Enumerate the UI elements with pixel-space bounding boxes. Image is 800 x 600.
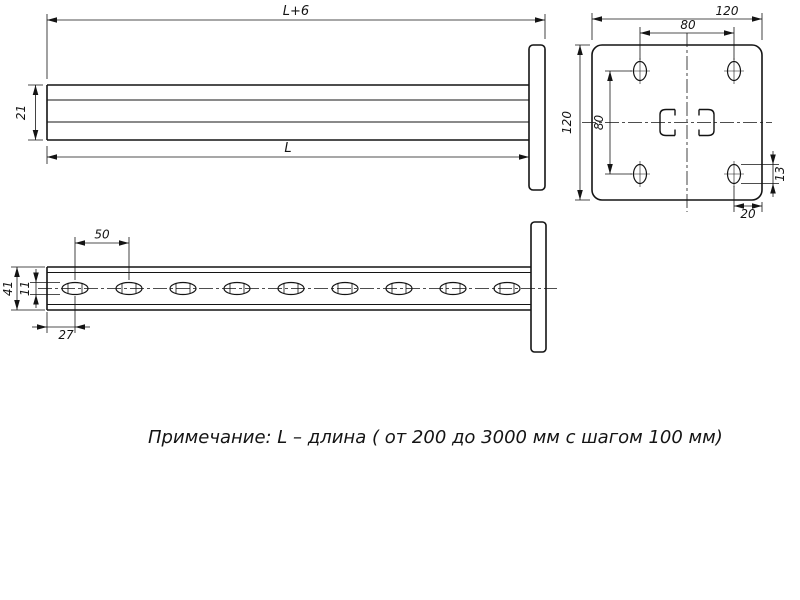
slot-tick (67, 283, 83, 294)
side-view-dimensions (28, 14, 546, 164)
slot-tick (499, 283, 515, 294)
plate-hole-center-ticks (630, 58, 744, 187)
plan-view-end-plate (530, 221, 547, 353)
plan-view-dimensions (11, 237, 130, 333)
hole-tick (630, 58, 650, 84)
drawing-note: Примечание: L – длина ( от 200 до 3000 м… (148, 427, 723, 448)
plan-view-beam-lip-lines (47, 272, 531, 305)
hole-tick (724, 58, 744, 84)
slot-tick (445, 283, 461, 294)
dim-label-hole-spacing-h: 80 (680, 18, 696, 32)
slot-tick (283, 283, 299, 294)
strut-profile-right (698, 108, 715, 137)
end-plate-dimensions (575, 13, 779, 212)
side-view-beam-lip-lines (47, 99, 529, 123)
slot-tick (175, 283, 191, 294)
slot-hole (439, 281, 467, 296)
slot-hole (385, 281, 413, 296)
slot-tick (229, 283, 245, 294)
dim-label-profile-height: 21 (14, 105, 28, 120)
slot-hole (115, 281, 143, 296)
slot-tick (337, 283, 353, 294)
plate-center-lines (582, 33, 772, 212)
dim-label-hole-spacing-v: 80 (592, 115, 606, 131)
dim-label-plate-width: 120 (716, 4, 739, 18)
dim-label-length: L (284, 141, 291, 156)
dim-label-first-slot-offset: 27 (58, 328, 74, 342)
beam-outline (46, 84, 529, 141)
dim-label-plate-height: 120 (560, 111, 574, 134)
dim-label-profile-width: 41 (1, 281, 15, 296)
dim-label-hole-to-edge: 20 (740, 207, 756, 221)
end-plate-view: 120 80 120 80 13 20 (560, 4, 787, 221)
side-view: L+6 L 21 (14, 4, 546, 191)
side-view-beam-outline (46, 84, 529, 141)
dim-ext-overall (46, 14, 546, 79)
slot-hole (61, 281, 89, 296)
slot-tick (391, 283, 407, 294)
slot-hole (169, 281, 197, 296)
side-view-end-plate (528, 44, 546, 191)
slot-hole (223, 281, 251, 296)
plan-view: 50 27 41 11 (1, 221, 557, 353)
dim-label-slot-width: 11 (18, 281, 32, 296)
strut-profile-symbol (659, 108, 715, 137)
slot-holes (61, 281, 521, 296)
slot-hole (493, 281, 521, 296)
dim-label-slot-height: 13 (773, 166, 787, 181)
slot-tick (121, 283, 137, 294)
dim-label-overall-length: L+6 (283, 4, 309, 19)
plan-beam-lip-lines (47, 272, 531, 305)
strut-profile-left (659, 108, 676, 137)
slot-hole (331, 281, 359, 296)
beam-lip-lines (47, 99, 529, 123)
dim-label-slot-pitch: 50 (94, 228, 110, 242)
slot-hole-ticks (67, 283, 515, 294)
hole-tick (630, 161, 650, 187)
hole-tick (724, 161, 744, 187)
slot-hole (277, 281, 305, 296)
